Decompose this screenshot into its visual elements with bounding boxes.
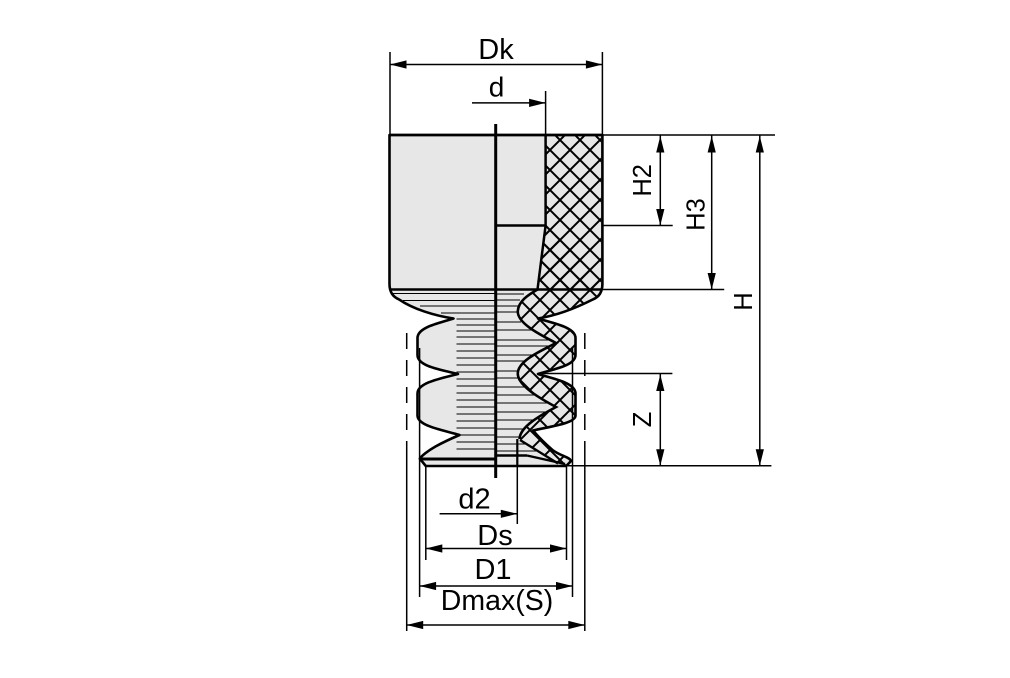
svg-text:H2: H2 <box>629 164 657 197</box>
svg-text:H: H <box>730 292 758 310</box>
svg-text:H3: H3 <box>683 198 711 231</box>
svg-text:D1: D1 <box>474 554 511 586</box>
svg-text:Ds: Ds <box>477 520 512 552</box>
svg-text:d: d <box>489 72 505 103</box>
svg-text:Z: Z <box>629 412 657 428</box>
svg-text:Dmax(S): Dmax(S) <box>441 585 553 617</box>
svg-text:d2: d2 <box>458 484 490 516</box>
svg-text:Dk: Dk <box>478 34 514 66</box>
